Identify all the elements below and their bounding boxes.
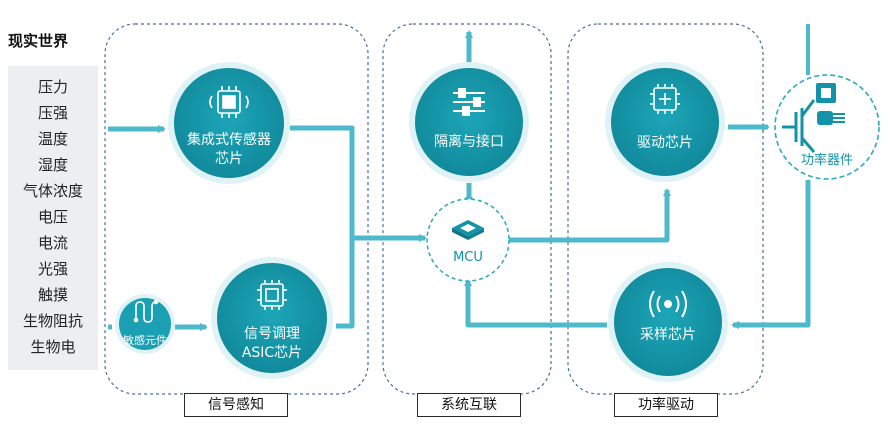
signal-asic-label-line1: 信号调理 — [244, 326, 300, 342]
world-item: 温度 — [37, 130, 68, 148]
signal-wave-icon — [649, 290, 687, 318]
mcu-label: MCU — [453, 250, 483, 265]
asic-chip-icon — [257, 280, 287, 310]
driver-chip-icon — [650, 84, 680, 114]
integrated-sensor-label: 集成式传感器芯片 — [187, 132, 271, 167]
world-item: 压力 — [37, 78, 68, 96]
sensitive-element-label: 敏感元件 — [123, 334, 167, 347]
sensor-chip-icon — [209, 86, 249, 118]
power-device-circle — [774, 74, 880, 180]
sampling-chip-node — [608, 262, 728, 382]
integrated-sensor-node — [168, 62, 290, 184]
driver-chip-node — [605, 62, 725, 182]
world-title: 现实世界 — [8, 32, 69, 50]
world-item: 电流 — [37, 234, 68, 252]
world-item: 压强 — [37, 104, 68, 122]
world-item: 生物阻抗 — [22, 312, 83, 330]
world-item: 湿度 — [37, 156, 68, 174]
sensitive-element-node — [115, 294, 175, 354]
world-item: 生物电 — [30, 338, 76, 356]
mcu-to-driver-arrow — [508, 188, 671, 243]
world-item: 触摸 — [37, 286, 68, 304]
power-device-label: 功率器件 — [800, 153, 853, 168]
isolation-interface-label: 隔离与接口 — [434, 134, 504, 150]
signal-asic-label-line2: ASIC芯片 — [241, 345, 303, 361]
world-item: 电压 — [37, 208, 68, 226]
sliders-icon — [453, 88, 485, 116]
sensor-out-line — [290, 125, 355, 238]
mcu-chip-icon — [452, 220, 484, 240]
power-to-sampling-arrow — [731, 180, 811, 329]
signal-asic-node — [211, 257, 333, 379]
asic-out-line — [336, 238, 355, 329]
power-drive-tag: 功率驱动 — [614, 393, 718, 417]
sampling-chip-label: 采样芯片 — [640, 327, 696, 343]
sensitive-element-icon — [133, 299, 159, 323]
sampling-to-mcu-arrow — [464, 278, 607, 328]
world-item: 光强 — [37, 260, 68, 278]
isolation-interface-node — [409, 62, 529, 182]
signal-sensing-tag: 信号感知 — [184, 393, 288, 417]
power-device-icon — [782, 83, 845, 153]
world-item: 气体浓度 — [22, 182, 83, 200]
driver-chip-label: 驱动芯片 — [637, 135, 693, 151]
system-interconnect-tag: 系统互联 — [417, 393, 521, 417]
world-list: 压力 压强 温度 湿度 气体浓度 电压 电流 光强 触摸 生物阻抗 生物电 — [8, 66, 98, 370]
mcu-node — [426, 198, 510, 282]
